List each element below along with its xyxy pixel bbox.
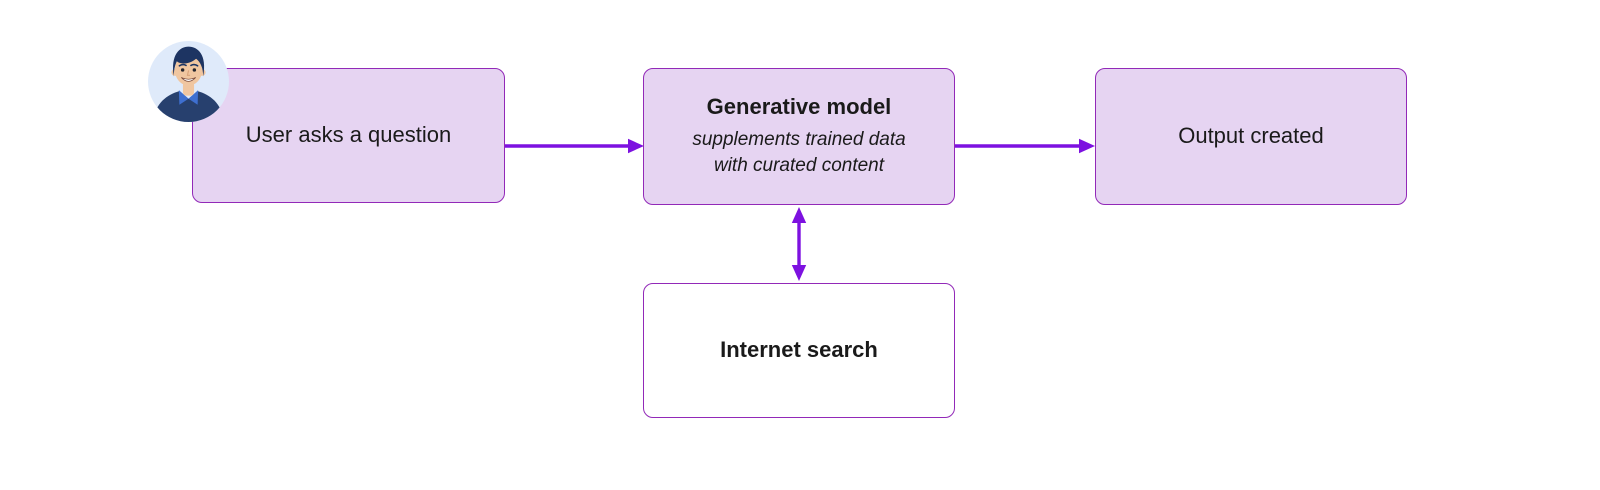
node-internet-search: Internet search [643,283,955,418]
node-generative-model-subtitle: supplements trained data with curated co… [692,127,905,179]
subtitle-line-2: with curated content [713,155,885,177]
node-user-question-label: User asks a question [245,122,452,148]
node-output-created: Output created [1095,68,1407,205]
node-internet-search-label: Internet search [720,337,878,363]
man-avatar-icon [148,41,229,122]
arrow-user-to-model [505,138,644,154]
node-generative-model: Generative model supplements trained dat… [643,68,955,205]
node-user-question: User asks a question [192,68,505,203]
arrow-model-to-output [955,138,1095,154]
node-generative-model-title: Generative model [706,94,892,120]
arrow-model-internet-bidirectional-icon [791,207,807,281]
subtitle-line-1: supplements trained data [692,129,906,151]
node-output-created-label: Output created [1178,123,1324,149]
